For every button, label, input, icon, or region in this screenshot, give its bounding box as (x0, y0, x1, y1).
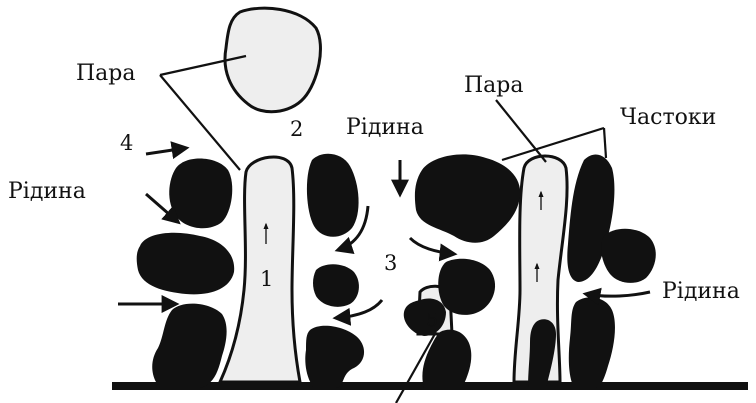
particle (307, 154, 359, 237)
particle (152, 304, 226, 388)
leader-particles-2 (604, 128, 606, 158)
label-liquid-middle: Рідина (346, 115, 424, 140)
number-3: 3 (384, 251, 397, 275)
particle (305, 326, 364, 388)
particle (313, 264, 359, 307)
particle (569, 297, 615, 388)
leader-particles (502, 128, 604, 160)
particle (415, 154, 520, 242)
label-particles: Частоки (620, 105, 716, 130)
arrow-liquid-right (586, 292, 650, 296)
particle (422, 330, 471, 388)
particle (438, 259, 495, 315)
label-liquid-right: Рідина (662, 279, 740, 304)
particle (601, 229, 656, 283)
leader-vapor-left-2 (160, 75, 240, 170)
vapor-bubble-detached (225, 8, 320, 112)
number-5: 5 (426, 309, 438, 331)
label-vapor-right: Пара (464, 73, 524, 98)
particle (137, 233, 235, 295)
particle (169, 158, 232, 228)
arrow-4 (146, 148, 186, 154)
label-vapor-left: Пара (76, 61, 136, 86)
arrow-into-gap-3 (410, 238, 454, 254)
number-2: 2 (290, 117, 303, 141)
number-4: 4 (120, 131, 133, 155)
number-1: 1 (260, 267, 273, 291)
label-liquid-left: Рідина (8, 179, 86, 204)
leader-vapor-right (496, 100, 546, 162)
